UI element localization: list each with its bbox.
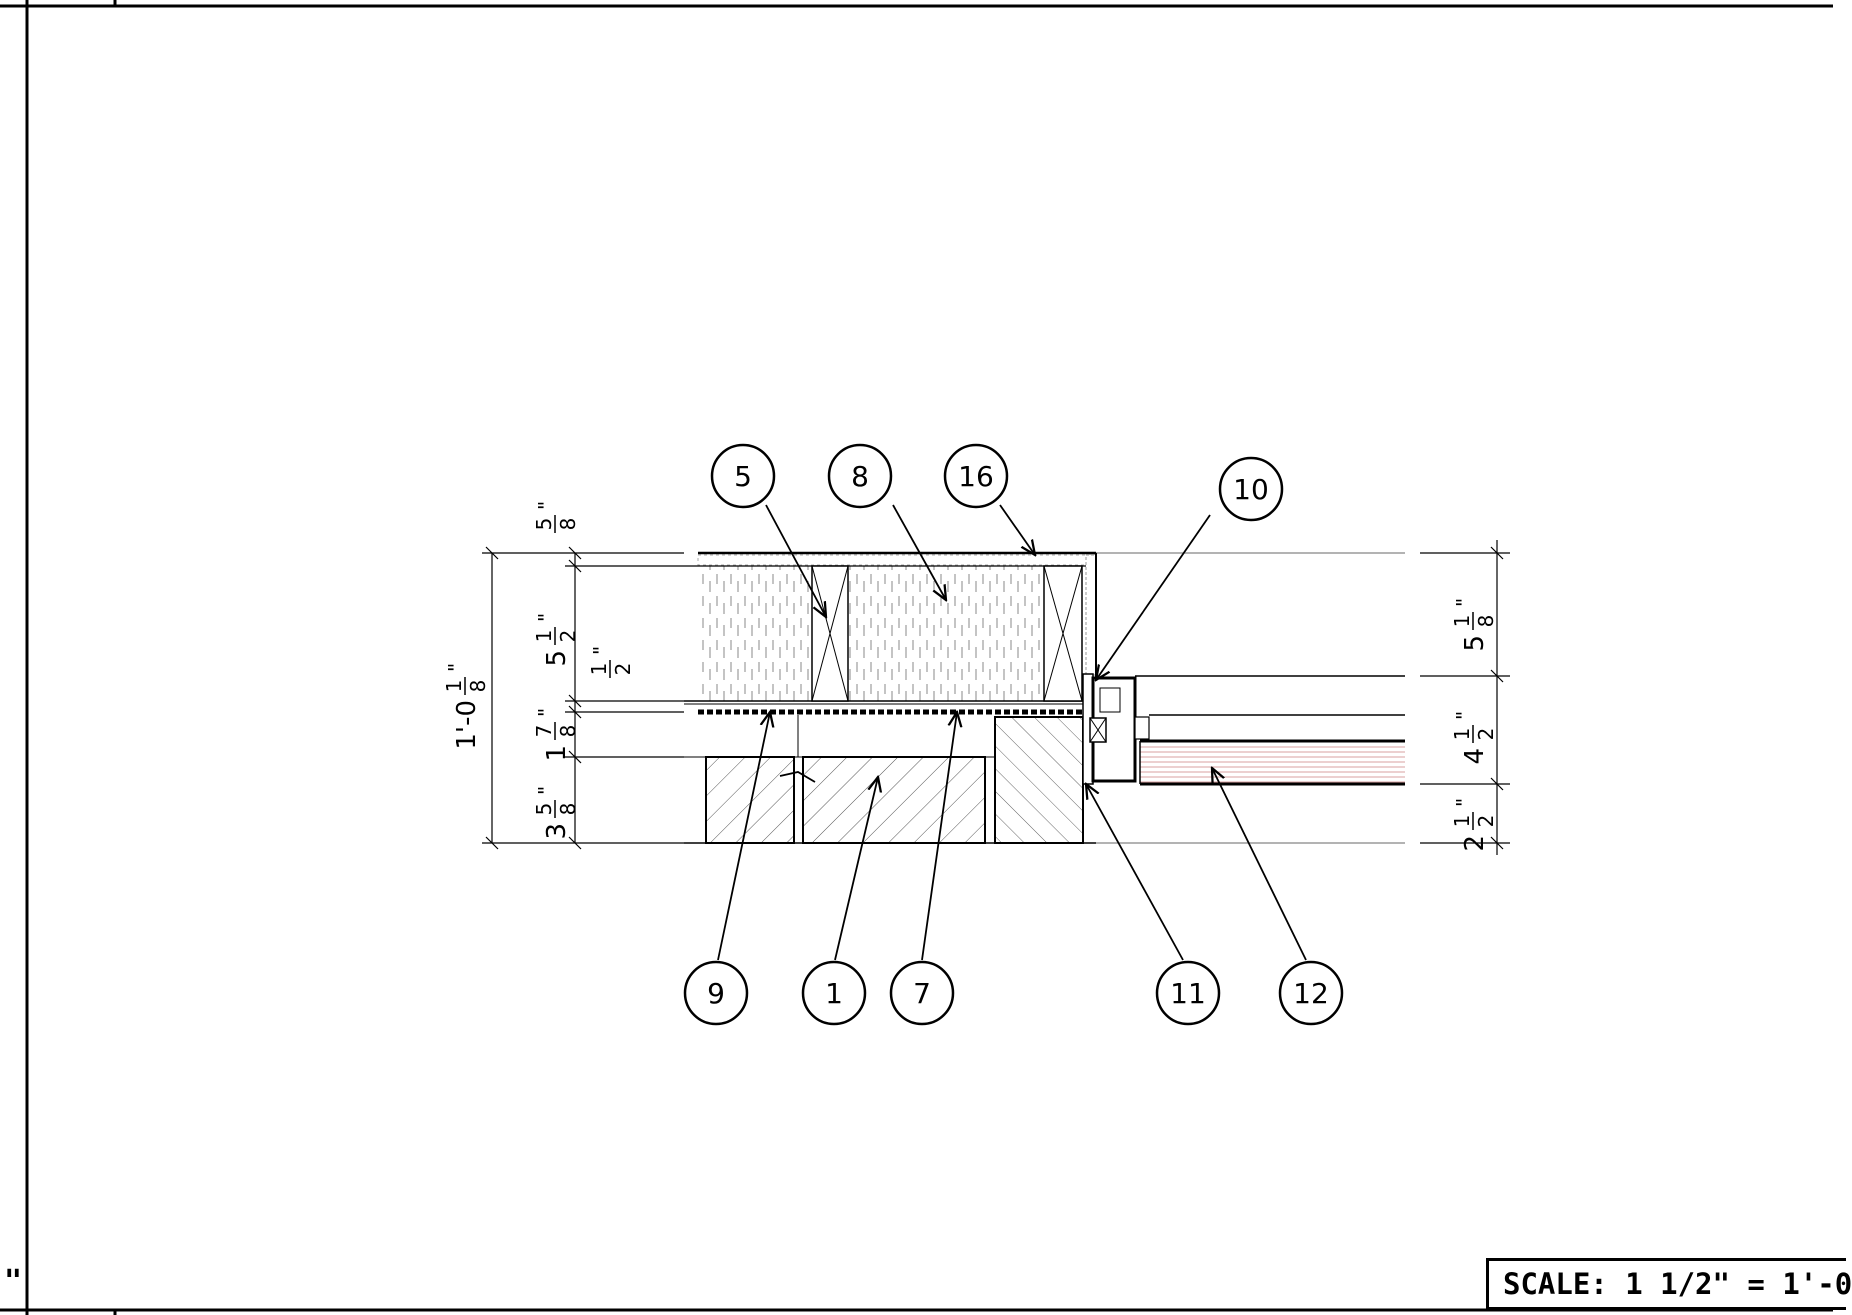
svg-text:5: 5 — [1460, 635, 1490, 652]
wall-assembly — [684, 551, 1405, 844]
svg-text:": " — [534, 613, 558, 622]
svg-text:3: 3 — [542, 823, 572, 840]
callout-5: 5 — [710, 443, 776, 509]
svg-text:12: 12 — [1293, 977, 1329, 1010]
svg-text:8: 8 — [556, 803, 580, 816]
svg-text:8: 8 — [556, 518, 580, 531]
dim-left-overall: 1'-0 1 8 " — [442, 663, 490, 750]
dim-right-b: 4 1 2 " — [1450, 711, 1498, 765]
svg-text:8: 8 — [466, 680, 490, 693]
callout-9: 9 — [683, 960, 749, 1026]
svg-text:": " — [444, 663, 468, 672]
svg-text:2: 2 — [611, 663, 635, 676]
svg-text:": " — [1452, 598, 1476, 607]
svg-text:": " — [534, 786, 558, 795]
svg-text:2: 2 — [556, 630, 580, 643]
svg-text:5: 5 — [532, 518, 556, 531]
masonry-unit-b — [802, 756, 986, 844]
svg-text:1: 1 — [1450, 728, 1474, 741]
dimension-lines-left — [482, 546, 684, 850]
svg-text:1'-0: 1'-0 — [452, 700, 482, 750]
svg-text:8: 8 — [851, 460, 869, 493]
scale-box: SCALE: 1 1/2" = 1'-0 — [1486, 1258, 1852, 1310]
masonry-unit-c — [994, 716, 1084, 844]
dim-left-b: 5 1 2 " — [532, 613, 580, 667]
svg-text:5: 5 — [542, 650, 572, 667]
svg-text:11: 11 — [1170, 977, 1206, 1010]
svg-text:1: 1 — [587, 663, 611, 676]
svg-text:4: 4 — [1460, 748, 1490, 765]
timber-member — [1140, 741, 1405, 784]
dim-left-a: 5 8 " — [532, 501, 580, 533]
stud-a — [811, 565, 849, 702]
left-title-fragment: " — [0, 1262, 24, 1310]
leader-lines — [717, 504, 1307, 961]
callout-10: 10 — [1218, 456, 1284, 522]
svg-text:10: 10 — [1233, 473, 1269, 506]
svg-text:1: 1 — [825, 977, 843, 1010]
dimension-lines-right — [1420, 540, 1510, 855]
masonry-unit-a — [705, 756, 795, 844]
callout-16: 16 — [943, 443, 1009, 509]
svg-text:2: 2 — [1474, 728, 1498, 741]
dim-right-c: 2 1 2 " — [1450, 798, 1498, 852]
svg-text:1: 1 — [442, 680, 466, 693]
svg-text:1: 1 — [532, 630, 556, 643]
svg-text:9: 9 — [707, 977, 725, 1010]
svg-text:1: 1 — [1450, 815, 1474, 828]
svg-text:": " — [1452, 711, 1476, 720]
svg-text:1: 1 — [542, 745, 572, 762]
dim-right-a: 5 1 8 " — [1450, 598, 1498, 652]
dim-left-d: 1 7 8 " — [532, 708, 580, 762]
callout-1: 1 — [801, 960, 867, 1026]
svg-text:7: 7 — [913, 977, 931, 1010]
callout-8: 8 — [827, 443, 893, 509]
svg-text:": " — [589, 646, 613, 655]
svg-text:5: 5 — [532, 803, 556, 816]
svg-text:16: 16 — [958, 460, 994, 493]
svg-text:8: 8 — [1474, 615, 1498, 628]
callout-12: 12 — [1278, 960, 1344, 1026]
scale-label: SCALE: 1 1/2" = 1'-0 — [1503, 1267, 1852, 1301]
callout-11: 11 — [1155, 960, 1221, 1026]
svg-text:": " — [534, 708, 558, 717]
window-frame — [1082, 673, 1150, 785]
svg-text:2: 2 — [1460, 835, 1490, 852]
svg-text:1: 1 — [1450, 615, 1474, 628]
callout-7: 7 — [889, 960, 955, 1026]
insulation — [698, 566, 1086, 701]
stud-b — [1043, 565, 1083, 702]
svg-text:": " — [1452, 798, 1476, 807]
dim-left-e: 3 5 8 " — [532, 786, 580, 840]
svg-text:5: 5 — [734, 460, 752, 493]
svg-text:8: 8 — [556, 725, 580, 738]
svg-text:": " — [534, 501, 558, 510]
svg-text:7: 7 — [532, 725, 556, 738]
dim-left-c: 1 2 " — [587, 646, 635, 678]
left-fragment-text: " — [3, 1264, 22, 1299]
svg-text:2: 2 — [1474, 815, 1498, 828]
